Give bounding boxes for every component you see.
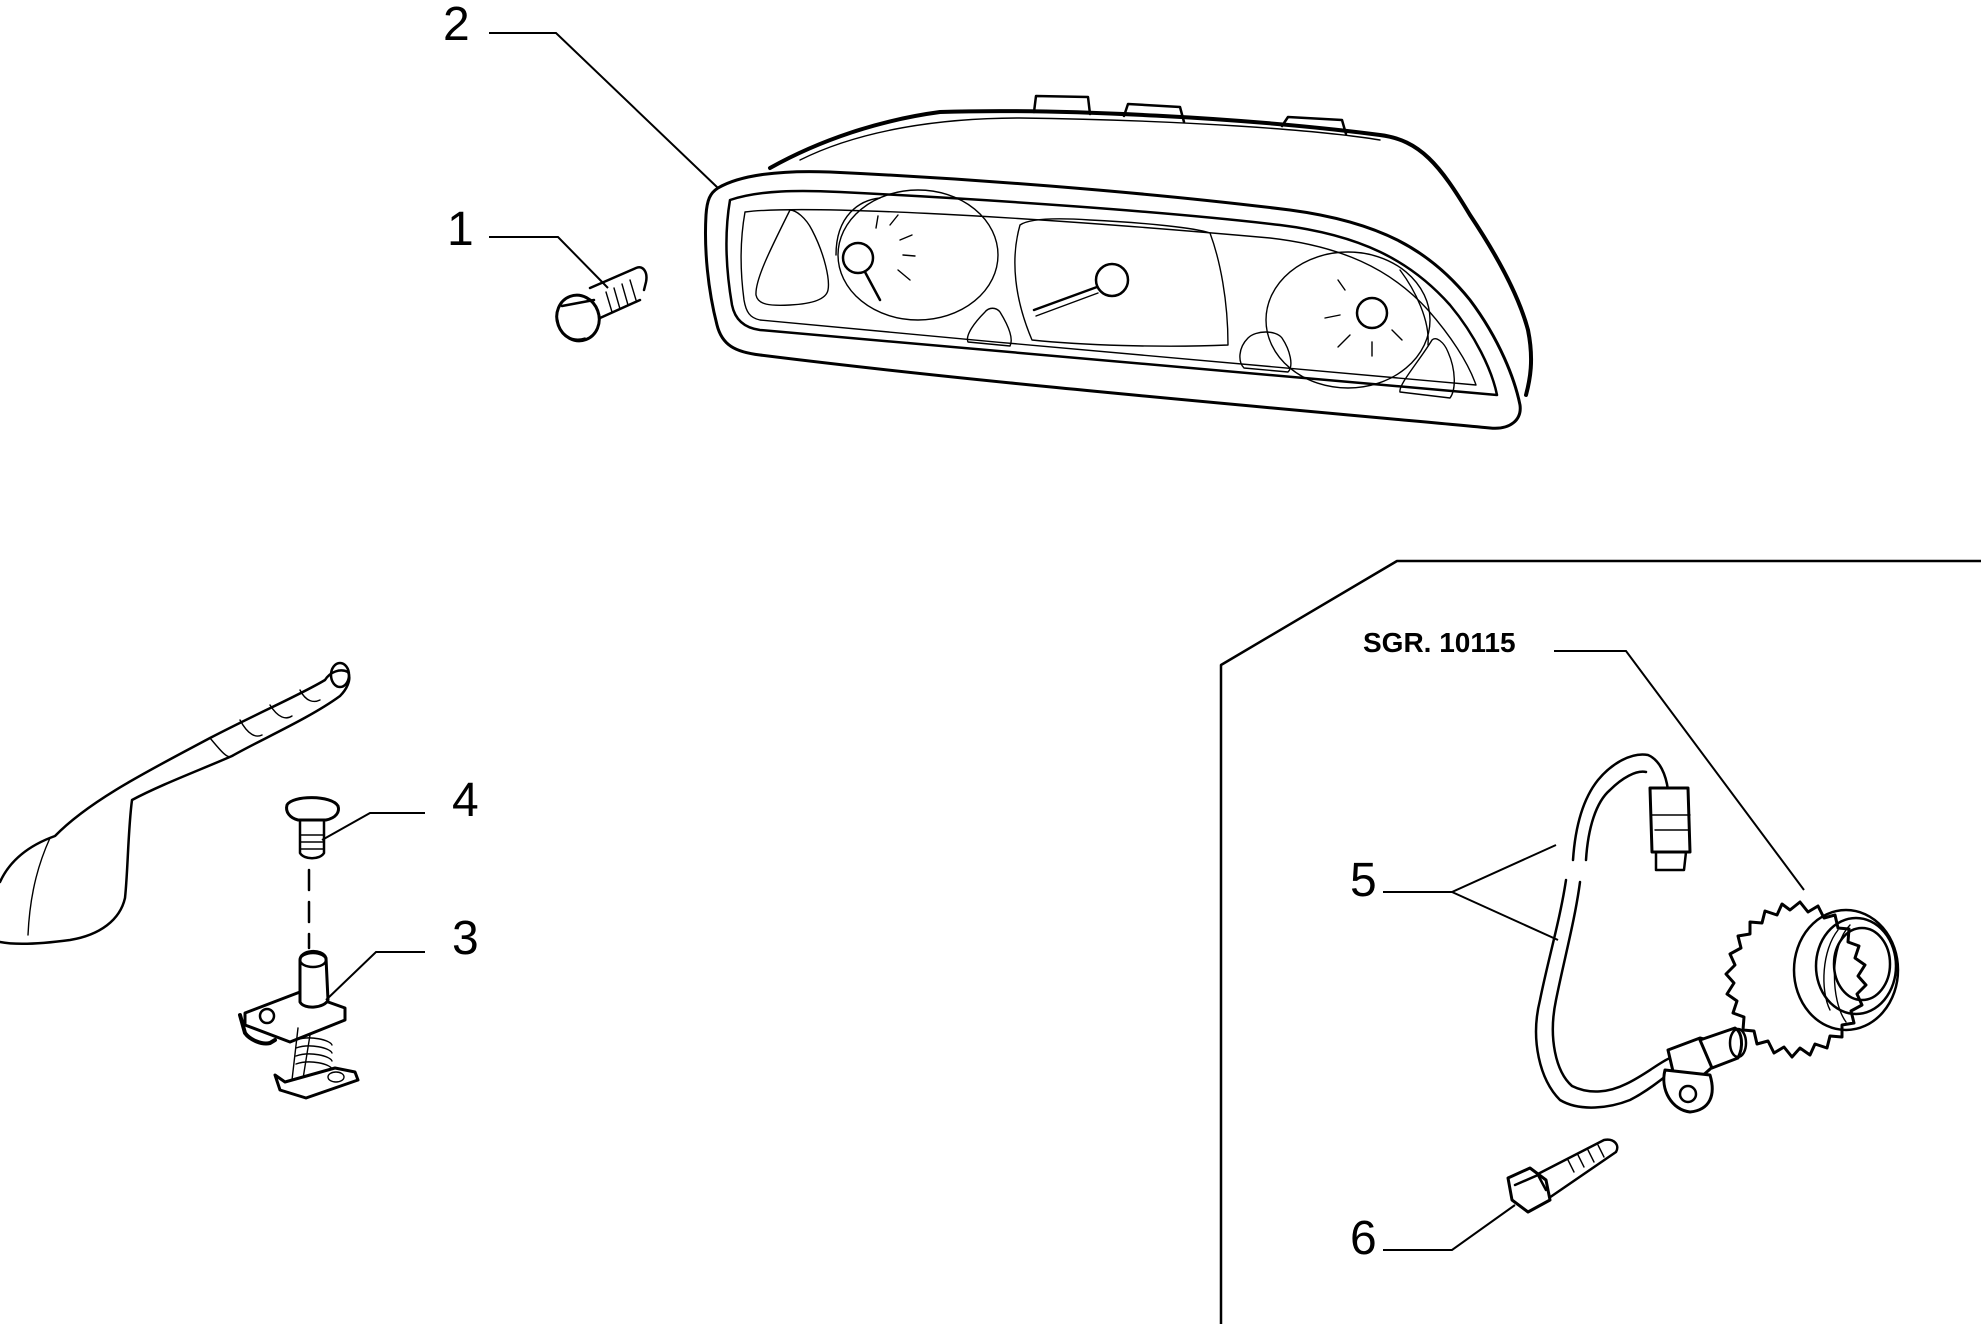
leader-lines [321, 32, 1805, 1251]
callout-6: 6 [1350, 1212, 1377, 1265]
callout-5: 5 [1350, 854, 1377, 907]
callout-4: 4 [452, 774, 479, 827]
pickup-gear [1724, 900, 1900, 1059]
callout-3: 3 [452, 912, 479, 965]
bolt-part-6 [1506, 1138, 1619, 1214]
bolt-part-1 [555, 266, 648, 343]
callout-1: 1 [447, 203, 474, 256]
callout-2: 2 [443, 0, 470, 51]
handbrake-lever [0, 661, 351, 945]
subgroup-reference: SGR. 10115 [1363, 627, 1516, 658]
screw-part-4 [285, 796, 340, 950]
speed-sensor-part-5 [1534, 753, 1748, 1114]
instrument-cluster [703, 94, 1534, 430]
callout-labels: 2 1 4 3 5 6 SGR. 10115 [443, 0, 1516, 1265]
inset-panel-border [1219, 559, 1981, 1324]
spring-switch-part-3 [238, 950, 360, 1100]
